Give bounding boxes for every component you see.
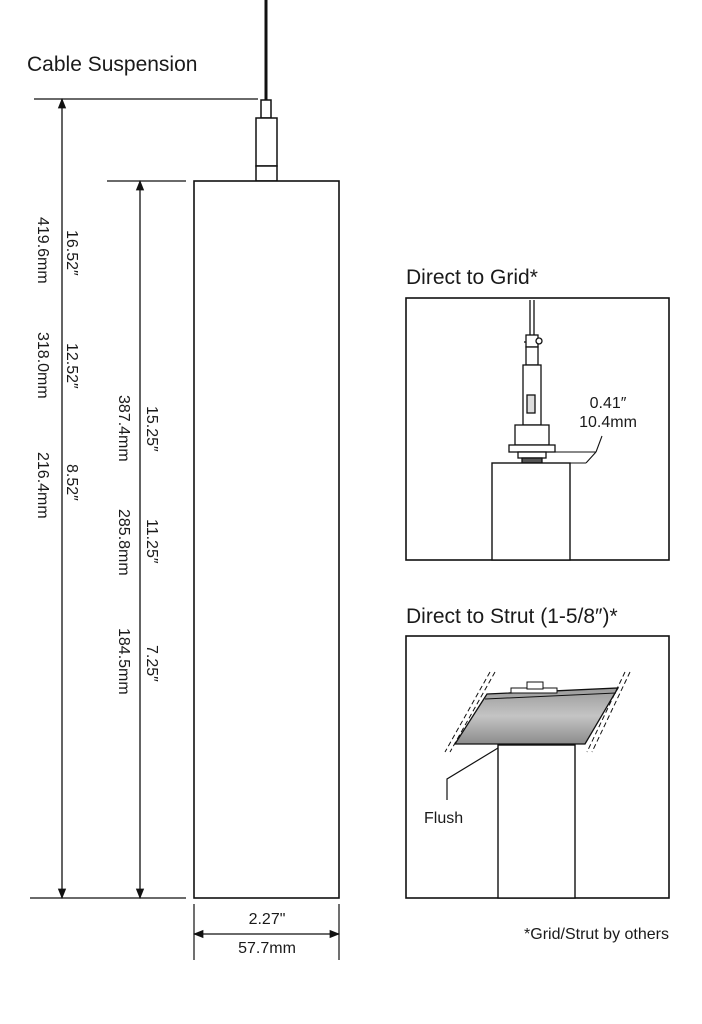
grid-dim-mm: 10.4mm bbox=[579, 414, 637, 431]
grid-tee bbox=[491, 462, 571, 561]
direct-to-strut-title: Direct to Strut (1-5/8″)* bbox=[406, 605, 618, 628]
body-dim-mm-1: 387.4mm bbox=[115, 395, 132, 462]
footnote: *Grid/Strut by others bbox=[524, 926, 669, 943]
fixture-body bbox=[193, 180, 340, 899]
strut-fixture-body bbox=[497, 744, 576, 899]
width-dim-mm: 57.7mm bbox=[238, 940, 296, 957]
grid-dimension-leader bbox=[548, 435, 603, 464]
body-dim-in-2: 11.25″ bbox=[143, 519, 160, 564]
direct-to-grid-title: Direct to Grid* bbox=[406, 266, 538, 289]
cable-suspension-title: Cable Suspension bbox=[27, 53, 197, 76]
overall-dim-mm-2: 318.0mm bbox=[34, 332, 51, 399]
flush-label: Flush bbox=[424, 810, 463, 827]
overall-dim-in-2: 12.52″ bbox=[63, 343, 80, 389]
suspension-cable bbox=[255, 0, 278, 182]
width-dim-in: 2.27" bbox=[249, 911, 286, 928]
grid-dim-in: 0.41″ bbox=[590, 395, 627, 412]
overall-dim-in-3: 8.52″ bbox=[63, 464, 80, 501]
body-dim-mm-2: 285.8mm bbox=[115, 509, 132, 576]
overall-dim-in-1: 16.52″ bbox=[63, 230, 80, 276]
body-dim-in-1: 15.25″ bbox=[143, 406, 160, 452]
flush-leader bbox=[446, 747, 499, 800]
strut-channel bbox=[444, 671, 631, 753]
body-dim-mm-3: 184.5mm bbox=[115, 628, 132, 695]
overall-dim-mm-3: 216.4mm bbox=[34, 452, 51, 519]
body-dim-in-3: 7.25″ bbox=[143, 645, 160, 682]
overall-dim-mm-1: 419.6mm bbox=[34, 217, 51, 284]
